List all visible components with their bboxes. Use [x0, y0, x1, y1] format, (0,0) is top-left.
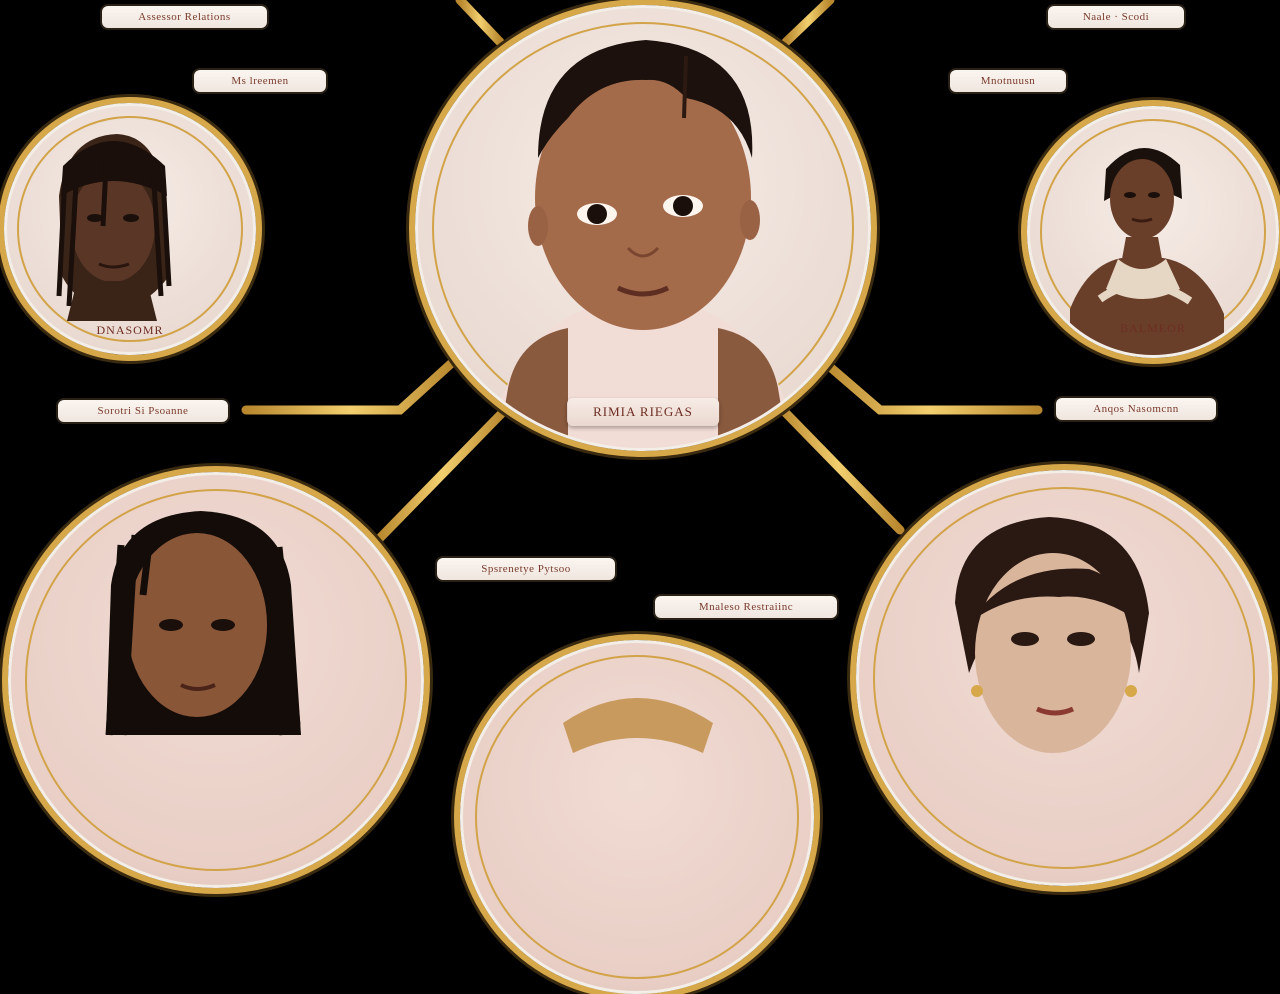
node-bottom-right — [856, 470, 1272, 886]
connector-lines — [241, 0, 1043, 645]
node-center: RIMIA RIEGAS — [415, 5, 871, 451]
portrait-man-braids — [56, 134, 172, 321]
connector-top-left-diag — [455, 0, 505, 47]
node-right-name: BALMEOR — [1120, 321, 1186, 335]
label-top-left-1: Assessor Relations — [102, 6, 267, 28]
node-left-name: DNASOMR — [96, 323, 164, 337]
portrait-child — [488, 40, 798, 448]
node-bottom-left — [8, 472, 424, 888]
label-mid-right: Anqos Nasomcnn — [1056, 398, 1216, 420]
portrait-woman-slick — [1070, 147, 1224, 355]
node-bottom-center — [460, 640, 814, 994]
label-bottom-center-1: Spsrenetye Pytsoo — [437, 558, 615, 580]
node-right: BALMEOR — [1027, 106, 1279, 358]
node-ring — [17, 116, 243, 342]
label-top-right-2: Mnotnuusn — [950, 70, 1066, 92]
connector-top-right-diag — [781, 0, 835, 47]
node-left: DNASOMR — [4, 103, 256, 355]
connector-bottom-left — [373, 405, 510, 545]
label-mid-left: Sorotri Si Psoanne — [58, 400, 228, 422]
portrait-woman-short-hair — [955, 517, 1149, 753]
connector-mid-right — [817, 355, 1043, 415]
connector-mid-left — [241, 355, 460, 415]
node-center-name: RIMIA RIEGAS — [567, 398, 719, 426]
label-top-left-2: Ms lreemen — [194, 70, 326, 92]
label-top-right-1: Naale · Scodi — [1048, 6, 1184, 28]
connector-bottom-right — [773, 400, 905, 535]
label-bottom-center-2: Mnaleso Restraiinc — [655, 596, 837, 618]
portrait-woman-braids — [105, 511, 301, 736]
portrait-blonde — [563, 698, 713, 753]
